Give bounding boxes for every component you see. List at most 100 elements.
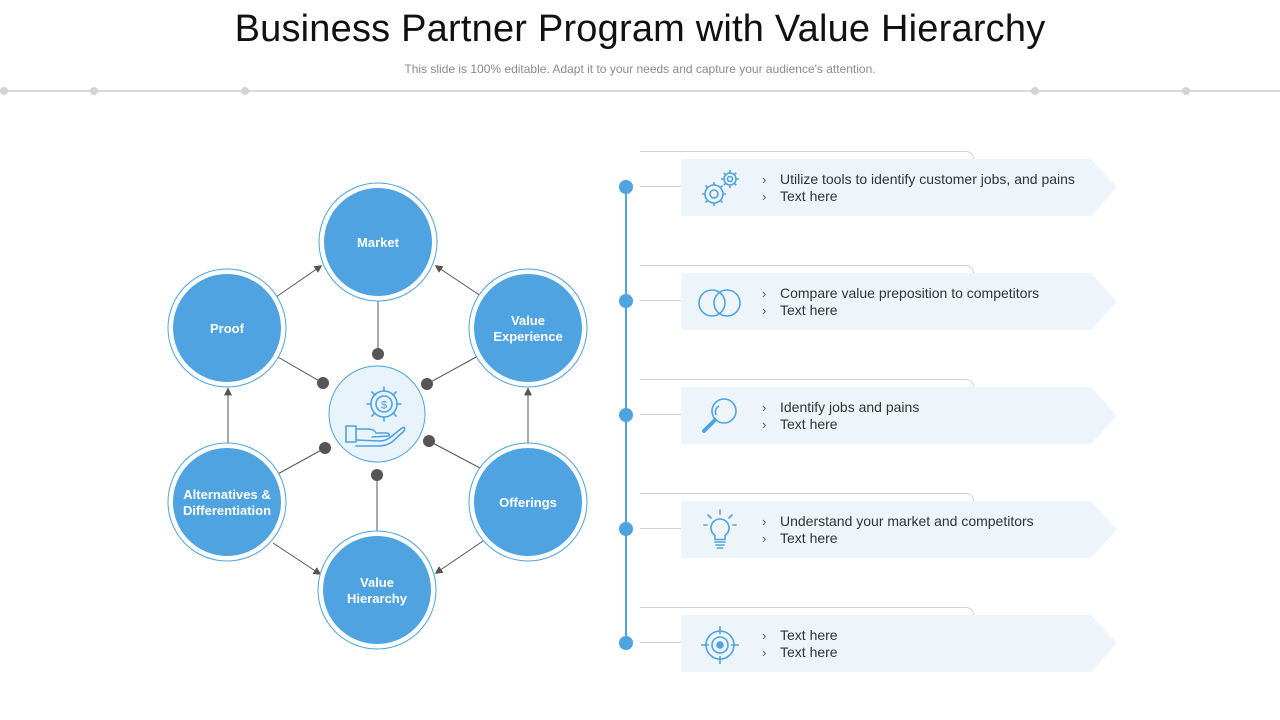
spokes — [275, 300, 481, 533]
step-item: › Text here › Text here — [640, 607, 1120, 687]
timeline-dot — [619, 180, 633, 194]
arrow-offerings-to-value-hierarchy — [434, 540, 484, 574]
item-line: › Text here — [762, 627, 838, 644]
cycle-arrows — [224, 265, 532, 575]
node-label: Proof — [210, 321, 245, 336]
page-subtitle: This slide is 100% editable. Adapt it to… — [404, 62, 876, 76]
node-label: Offerings — [499, 495, 557, 510]
item-arrow-box — [681, 387, 1117, 444]
item-text: › Utilize tools to identify customer jobs… — [762, 171, 1075, 205]
hub-node-offerings: Offerings — [468, 442, 588, 562]
spoke-dot — [423, 435, 435, 447]
divider-dot — [1031, 87, 1039, 95]
node-label: Value — [511, 313, 545, 328]
item-line-text: Utilize tools to identify customer jobs,… — [780, 171, 1075, 187]
item-line: ›Identify jobs and pains — [762, 399, 919, 416]
item-line-text: Text here — [780, 302, 838, 318]
overlapping-circles-icon — [694, 277, 746, 329]
hub-node-alternatives: Alternatives &Differentiation — [167, 442, 287, 562]
bullet-chevron: › — [762, 286, 767, 301]
item-arrow-box — [681, 501, 1117, 558]
header-divider — [0, 90, 1280, 92]
item-text: ›Understand your market and competitors›… — [762, 513, 1034, 547]
item-line: › Text here — [762, 530, 1034, 547]
node-fill — [324, 188, 432, 296]
node-label: Market — [357, 235, 400, 250]
dollar-gear-hand-icon: $ — [345, 386, 406, 447]
magnifier-icon — [694, 391, 746, 443]
item-line-text: Text here — [780, 188, 838, 204]
node-label: Differentiation — [183, 503, 271, 518]
spoke-dot — [371, 469, 383, 481]
item-line: › Text here — [762, 416, 919, 433]
hub-node-market: Market — [318, 182, 438, 302]
spoke-proof — [275, 355, 324, 384]
item-line-text: Text here — [780, 530, 838, 546]
item-line: › Text here — [762, 644, 838, 661]
spoke-dot — [317, 377, 329, 389]
spoke-value-experience — [426, 355, 479, 385]
node-fill — [173, 448, 281, 556]
bullet-chevron: › — [762, 645, 767, 660]
node-fill — [474, 448, 582, 556]
bullet-chevron: › — [762, 417, 767, 432]
item-line: › Understand your market and competitors — [762, 513, 1034, 530]
spoke-dots — [317, 348, 435, 481]
bullet-chevron: › — [762, 514, 767, 529]
bullet-chevron: › — [762, 303, 767, 318]
gears-icon — [694, 163, 746, 215]
spoke-alternatives — [275, 447, 326, 476]
spoke-dot — [319, 442, 331, 454]
page-title: Business Partner Program with Value Hier… — [234, 8, 1046, 50]
spoke-offerings — [428, 440, 481, 469]
divider-dot — [0, 87, 8, 95]
node-fill — [474, 274, 582, 382]
bullet-chevron: › — [762, 172, 767, 187]
node-label: Alternatives & — [183, 487, 270, 502]
item-text: › Compare value preposition to competitor… — [762, 285, 1039, 319]
arrow-proof-to-market — [275, 265, 323, 298]
item-text: › Text here › Text here — [762, 627, 838, 661]
bullet-chevron: › — [762, 628, 767, 643]
divider-dot — [241, 87, 249, 95]
hub-nodes: MarketValueExperienceOfferingsValueHiera… — [167, 182, 588, 650]
hub-node-proof: Proof — [167, 268, 287, 388]
arrow-alternatives-to-value-hierarchy — [272, 542, 322, 575]
item-arrow-box — [681, 615, 1117, 672]
item-line-text: Compare value preposition to competitors — [780, 285, 1040, 301]
node-label: Experience — [493, 329, 562, 344]
item-line: › Text here — [762, 302, 1039, 319]
item-line-text: Understand your market and competitors — [780, 513, 1034, 529]
item-line: › Text here — [762, 188, 1075, 205]
step-item: ›Understand your market and competitors›… — [640, 493, 1120, 573]
node-fill — [173, 274, 281, 382]
node-label: Hierarchy — [347, 591, 408, 606]
bullet-chevron: › — [762, 189, 767, 204]
lightbulb-icon — [694, 505, 746, 557]
item-line-text: Text here — [780, 416, 838, 432]
arrow-value-experience-to-market — [434, 265, 482, 297]
target-icon — [694, 619, 746, 671]
timeline-dot — [619, 522, 633, 536]
bullet-chevron: › — [762, 400, 767, 415]
item-arrow-box — [681, 159, 1117, 216]
item-line-text: Text here — [780, 644, 838, 660]
spoke-dot — [421, 378, 433, 390]
timeline-dot — [619, 294, 633, 308]
node-label: Value — [360, 575, 394, 590]
timeline-dot — [619, 408, 633, 422]
spoke-dot — [372, 348, 384, 360]
item-line-text: Text here — [780, 627, 838, 643]
bullet-chevron: › — [762, 531, 767, 546]
svg-text:$: $ — [381, 400, 387, 412]
step-item: › Utilize tools to identify customer jobs… — [640, 151, 1120, 231]
timeline-dot — [619, 636, 633, 650]
item-arrow-box — [681, 273, 1117, 330]
step-item: ›Identify jobs and pains› Text here — [640, 379, 1120, 459]
divider-dot — [90, 87, 98, 95]
item-line: › Utilize tools to identify customer jobs… — [762, 171, 1075, 188]
item-line: › Compare value preposition to competitor… — [762, 285, 1039, 302]
